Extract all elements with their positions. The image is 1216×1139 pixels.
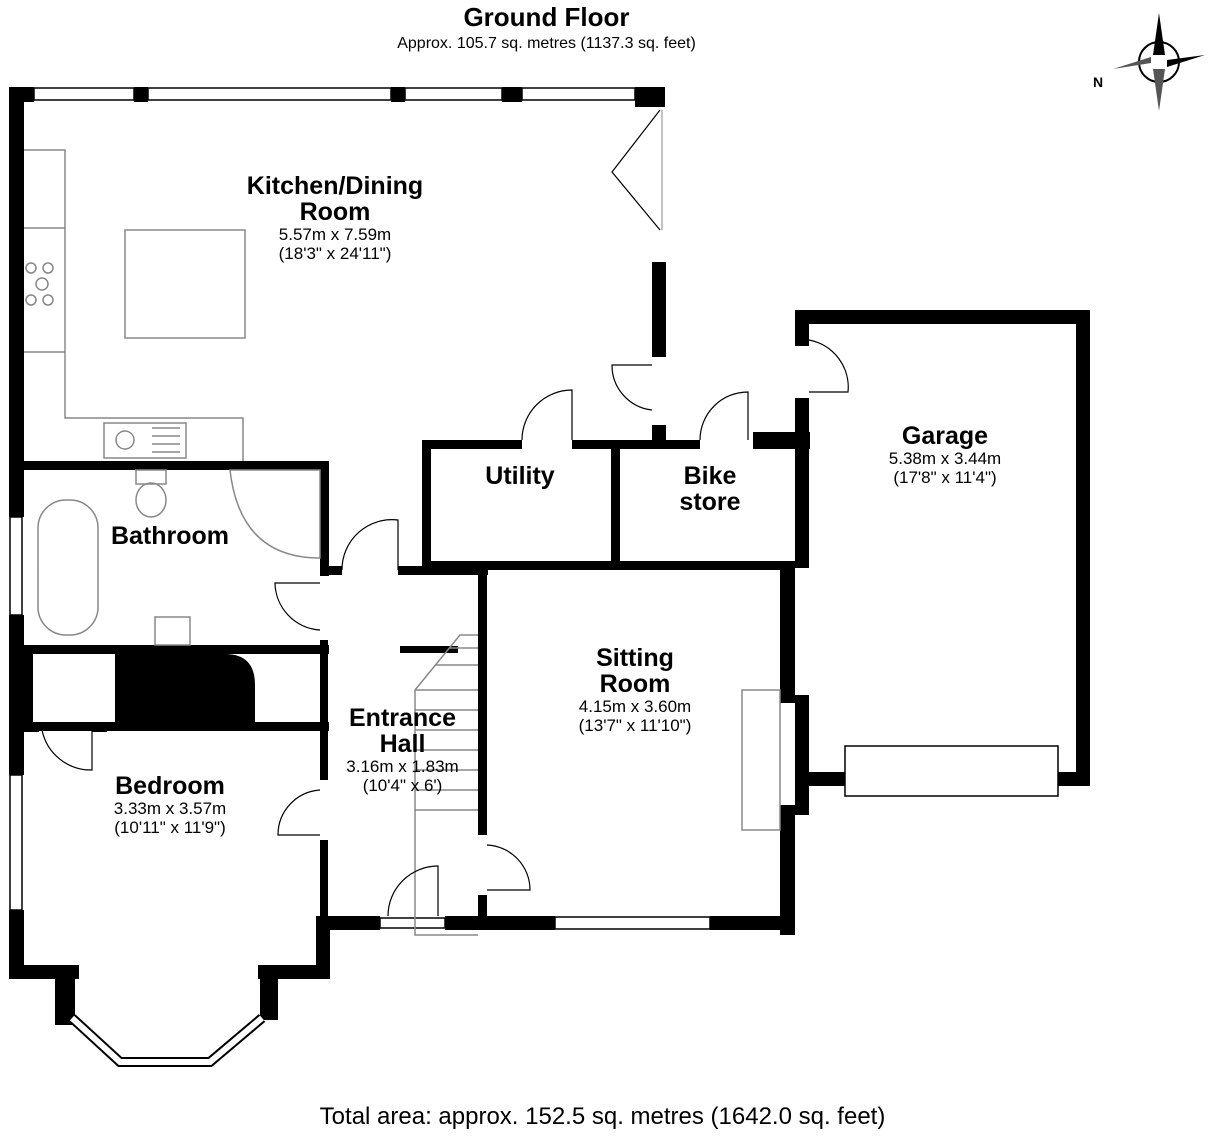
room-bathroom: Bathroom — [110, 522, 230, 550]
room-bedroom: Bedroom 3.33m x 3.57m (10'11" x 11'9") — [113, 772, 227, 837]
floor-area: Approx. 105.7 sq. metres (1137.3 sq. fee… — [397, 35, 696, 52]
walls — [9, 87, 1090, 1025]
windows — [9, 87, 1059, 1067]
room-entrance-hall: Entrance Hall 3.16m x 1.83m (10'4" x 6') — [346, 704, 459, 795]
compass-label: N — [1093, 74, 1103, 90]
room-kitchen: Kitchen/Dining Room 5.57m x 7.59m (18'3"… — [246, 172, 424, 263]
room-utility: Utility — [485, 462, 555, 490]
compass: N — [1085, 5, 1205, 120]
doors — [41, 109, 849, 917]
room-garage: Garage 5.38m x 3.44m (17'8" x 11'4") — [888, 422, 1002, 487]
total-area: Total area: approx. 152.5 sq. metres (16… — [319, 1103, 886, 1130]
fixtures — [24, 149, 781, 936]
room-bike-store: Bike store — [679, 462, 741, 516]
floor-title: Ground Floor — [463, 2, 630, 32]
room-sitting: Sitting Room 4.15m x 3.60m (13'7" x 11'1… — [578, 644, 692, 735]
